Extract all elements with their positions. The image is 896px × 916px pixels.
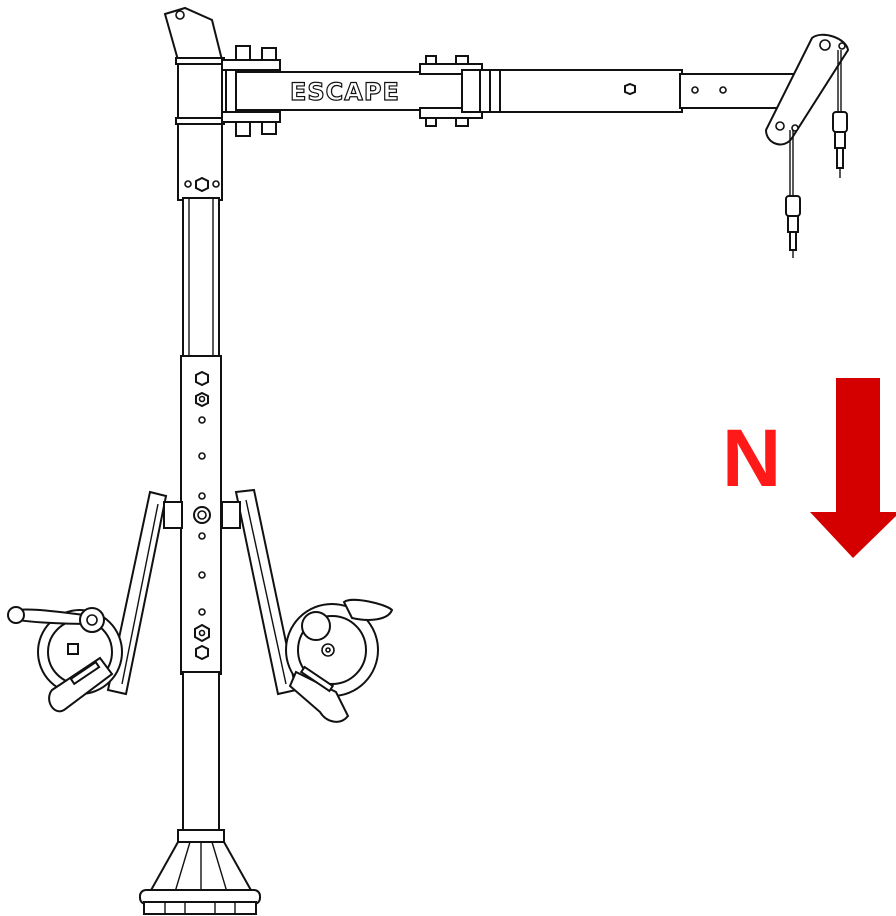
mast-upper-sleeve [175,57,225,201]
boom-coupling [419,55,483,127]
mast-top-bracket [163,6,224,61]
winch-right [221,488,394,723]
brand-logo: ESCAPE [290,78,400,106]
down-arrow-icon [810,378,896,558]
lifeline-cable-right [832,50,848,178]
boom-arm: ESCAPE [235,71,465,111]
mast-base [139,829,261,915]
boom-extension [479,69,799,113]
boom-pivot [221,45,281,137]
direction-letter: N [722,413,781,504]
winch-left [7,490,183,713]
boom-end-plate [764,33,850,146]
direction-indicator: N [722,378,896,558]
lifeline-cable-left [785,130,801,258]
mast-adjustment-holes [193,370,211,661]
